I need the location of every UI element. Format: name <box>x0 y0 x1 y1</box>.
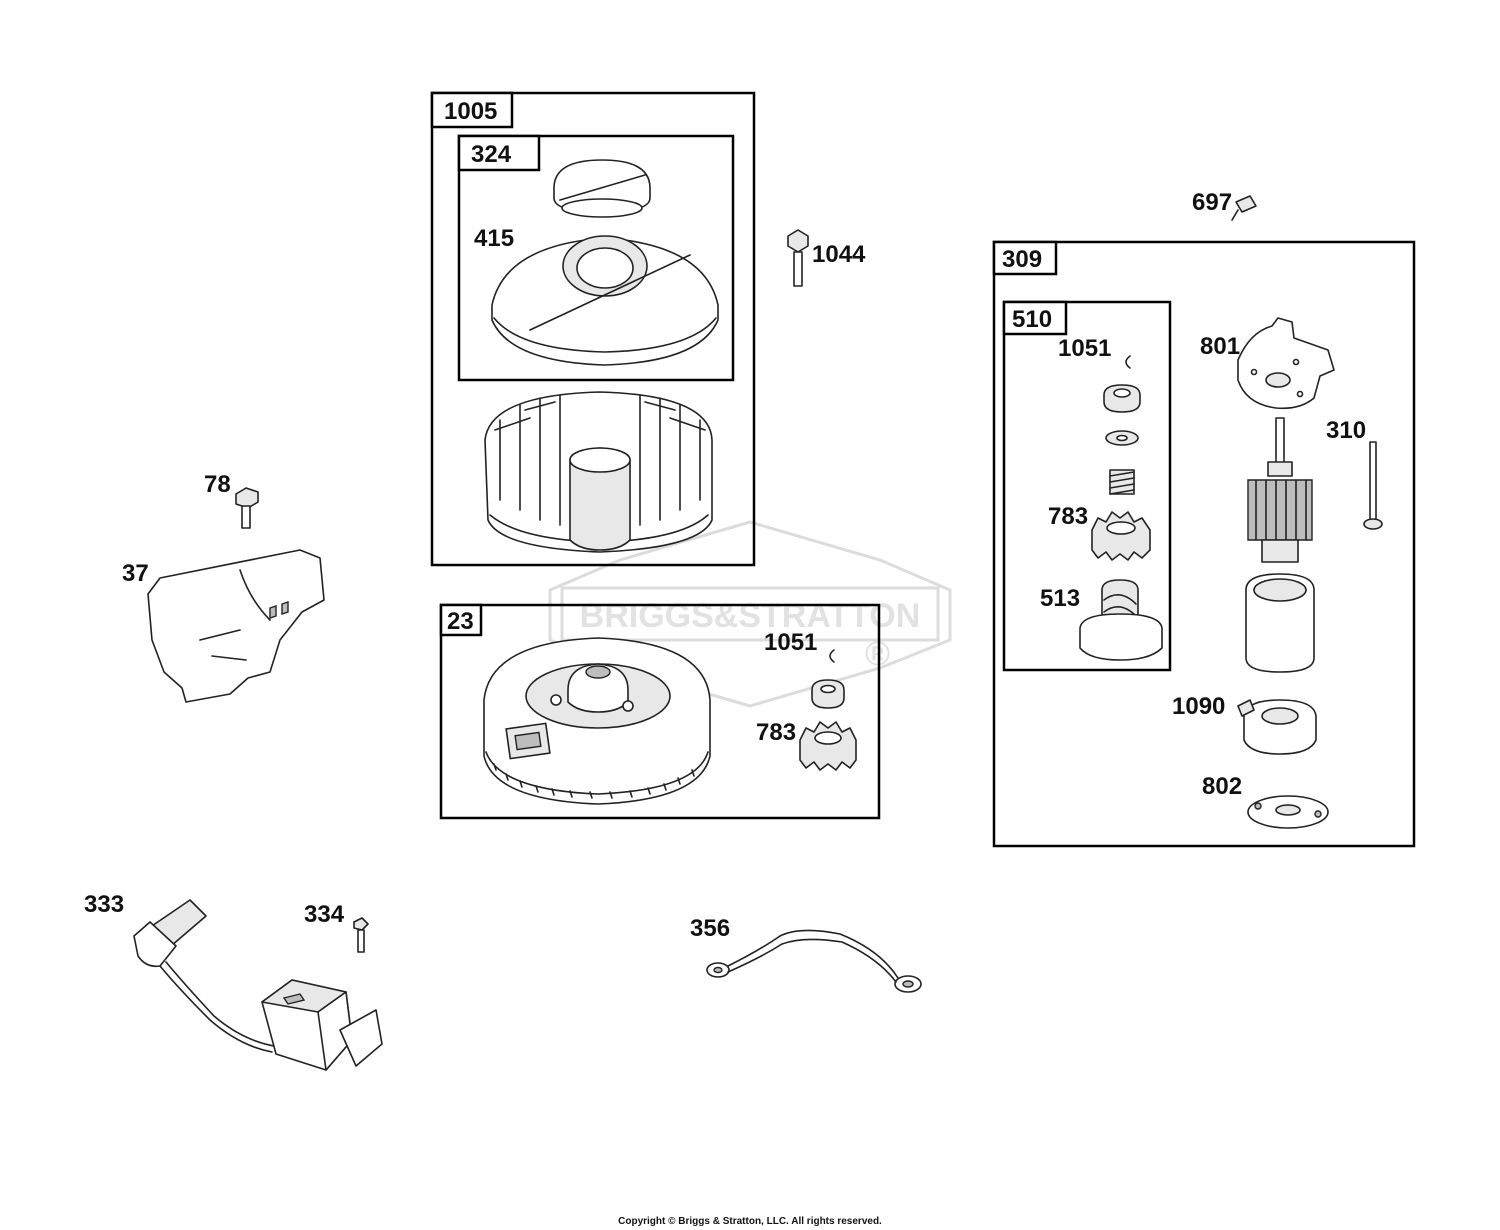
group-324 <box>457 134 735 382</box>
part-356: 356 <box>690 915 922 993</box>
part-1090-label: 1090 <box>1172 693 1225 720</box>
retainer-ring-icon <box>829 649 835 663</box>
group-309: 309 510 1051 783 513 8 <box>992 240 1416 848</box>
watermark-mark: ® <box>865 635 890 673</box>
part-78-label: 78 <box>204 471 231 498</box>
part-1051b-label: 1051 <box>764 629 817 656</box>
part-310-label: 310 <box>1326 417 1366 444</box>
part-415-label: 415 <box>474 225 514 252</box>
part-1044: 1044 <box>787 229 866 287</box>
rotating-screen-icon <box>491 235 719 366</box>
pinion-gear-icon <box>799 721 857 771</box>
part-1044-label: 1044 <box>812 241 866 268</box>
part-513-label: 513 <box>1040 585 1080 612</box>
washer-icon <box>1105 430 1139 446</box>
group-23-label: 23 <box>447 608 474 635</box>
stop-collar-icon <box>1103 384 1141 413</box>
ground-wire-icon <box>706 929 922 993</box>
mounting-bracket-icon <box>1237 317 1335 410</box>
part-697: 697 <box>1192 189 1257 221</box>
group-1005-label: 1005 <box>444 98 497 125</box>
part-333: 333 <box>84 891 383 1071</box>
flywheel-fan-icon <box>484 391 713 553</box>
part-333-label: 333 <box>84 891 124 918</box>
part-697-label: 697 <box>1192 189 1232 216</box>
part-37-label: 37 <box>122 560 149 587</box>
stop-collar-icon <box>811 679 845 709</box>
motor-housing-icon <box>1245 573 1315 673</box>
group-23: 23 1051 783 <box>439 603 881 820</box>
part-356-label: 356 <box>690 915 730 942</box>
part-802-label: 802 <box>1202 773 1242 800</box>
part-1051a-label: 1051 <box>1058 335 1111 362</box>
watermark-text: BRIGGS&STRATTON <box>580 597 921 635</box>
through-bolt-icon <box>1363 441 1383 530</box>
armature-icon <box>1247 417 1313 563</box>
group-309-label: 309 <box>1002 246 1042 273</box>
part-334: 334 <box>304 901 369 953</box>
brand-watermark: BRIGGS&STRATTON ® <box>548 520 952 708</box>
blower-cap-icon <box>553 159 651 218</box>
part-801-label: 801 <box>1200 333 1240 360</box>
part-783b-label: 783 <box>756 719 796 746</box>
group-510 <box>1002 300 1172 672</box>
part-783a-label: 783 <box>1048 503 1088 530</box>
group-1005: 1005 324 415 <box>430 91 756 567</box>
drive-helix-icon <box>1079 579 1163 661</box>
ignition-armature-icon <box>133 899 383 1071</box>
end-cap-icon <box>1237 699 1317 755</box>
part-334-label: 334 <box>304 901 345 928</box>
group-510-label: 510 <box>1012 306 1052 333</box>
group-324-label: 324 <box>471 141 512 168</box>
copyright-notice: Copyright © Briggs & Stratton, LLC. All … <box>618 1216 882 1227</box>
spring-icon <box>1109 469 1135 495</box>
pinion-gear-icon <box>1091 511 1151 561</box>
brush-plate-icon <box>1247 795 1329 829</box>
flywheel-icon <box>483 637 711 805</box>
retainer-ring-icon <box>1125 355 1131 369</box>
part-37: 37 <box>122 549 325 703</box>
part-78: 78 <box>204 471 259 529</box>
